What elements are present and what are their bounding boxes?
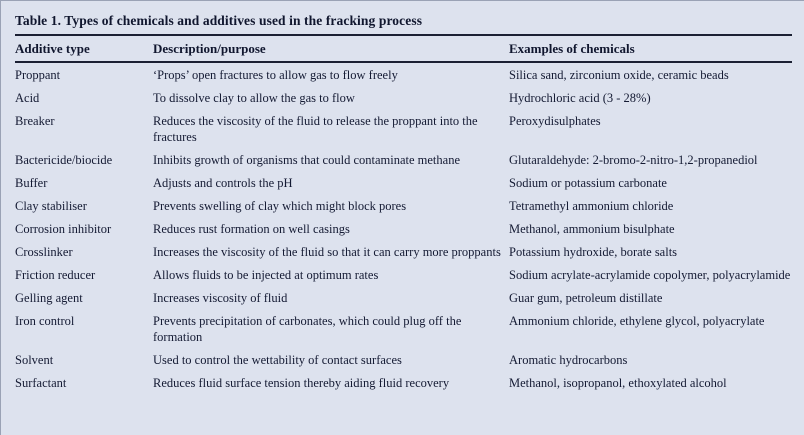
table-row: Buffer Adjusts and controls the pH Sodiu…: [15, 171, 792, 194]
cell-description: Allows fluids to be injected at optimum …: [153, 267, 379, 282]
table-row: Clay stabiliser Prevents swelling of cla…: [15, 194, 792, 217]
cell-additive: Buffer: [15, 175, 48, 190]
cell-additive: Corrosion inhibitor: [15, 221, 112, 236]
cell-examples: Peroxydisulphates: [509, 113, 601, 128]
cell-examples: Guar gum, petroleum distillate: [509, 290, 663, 305]
cell-description: Reduces fluid surface tension thereby ai…: [153, 375, 450, 390]
cell-examples: Sodium acrylate-acrylamide copolymer, po…: [509, 267, 791, 282]
cell-examples: Potassium hydroxide, borate salts: [509, 244, 678, 259]
table-row: Proppant ‘Props’ open fractures to allow…: [15, 62, 792, 86]
cell-additive: Friction reducer: [15, 267, 96, 282]
cell-description: Prevents swelling of clay which might bl…: [153, 198, 407, 213]
cell-additive: Acid: [15, 90, 40, 105]
header-row: Additive type Description/purpose Exampl…: [15, 35, 792, 63]
cell-description: Reduces the viscosity of the fluid to re…: [153, 113, 478, 144]
cell-examples: Ammonium chloride, ethylene glycol, poly…: [509, 313, 765, 328]
cell-description: To dissolve clay to allow the gas to flo…: [153, 90, 355, 105]
cell-examples: Glutaraldehyde: 2-bromo-2-nitro-1,2-prop…: [509, 152, 758, 167]
table-row: Friction reducer Allows fluids to be inj…: [15, 263, 792, 286]
cell-examples: Sodium or potassium carbonate: [509, 175, 667, 190]
column-header-description-purpose: Description/purpose: [153, 35, 509, 63]
cell-description: Adjusts and controls the pH: [153, 175, 293, 190]
cell-additive: Surfactant: [15, 375, 67, 390]
cell-additive: Breaker: [15, 113, 55, 128]
cell-examples: Aromatic hydrocarbons: [509, 352, 628, 367]
cell-description: Reduces rust formation on well casings: [153, 221, 350, 236]
cell-description: ‘Props’ open fractures to allow gas to f…: [153, 67, 398, 82]
cell-examples: Methanol, ammonium bisulphate: [509, 221, 675, 236]
cell-additive: Bactericide/biocide: [15, 152, 113, 167]
cell-examples: Methanol, isopropanol, ethoxylated alcoh…: [509, 375, 727, 390]
cell-additive: Proppant: [15, 67, 61, 82]
cell-examples: Hydrochloric acid (3 - 28%): [509, 90, 651, 105]
cell-examples: Tetramethyl ammonium chloride: [509, 198, 674, 213]
cell-additive: Crosslinker: [15, 244, 73, 259]
cell-description: Prevents precipitation of carbonates, wh…: [153, 313, 462, 344]
cell-description: Inhibits growth of organisms that could …: [153, 152, 460, 167]
cell-examples: Silica sand, zirconium oxide, ceramic be…: [509, 67, 729, 82]
table-row: Corrosion inhibitor Reduces rust formati…: [15, 217, 792, 240]
cell-additive: Gelling agent: [15, 290, 83, 305]
chemicals-table: Additive type Description/purpose Exampl…: [15, 34, 792, 394]
cell-additive: Iron control: [15, 313, 75, 328]
table-title: Table 1. Types of chemicals and additive…: [15, 13, 423, 28]
cell-description: Increases the viscosity of the fluid so …: [153, 244, 501, 259]
table-row: Surfactant Reduces fluid surface tension…: [15, 371, 792, 394]
table-row: Acid To dissolve clay to allow the gas t…: [15, 86, 792, 109]
column-header-examples-of-chemicals: Examples of chemicals: [509, 35, 792, 63]
cell-additive: Clay stabiliser: [15, 198, 87, 213]
cell-additive: Solvent: [15, 352, 54, 367]
table-row: Breaker Reduces the viscosity of the flu…: [15, 109, 792, 148]
table-row: Bactericide/biocide Inhibits growth of o…: [15, 148, 792, 171]
cell-description: Increases viscosity of fluid: [153, 290, 288, 305]
table-row: Iron control Prevents precipitation of c…: [15, 309, 792, 348]
cell-description: Used to control the wettability of conta…: [153, 352, 402, 367]
table-row: Gelling agent Increases viscosity of flu…: [15, 286, 792, 309]
table-row: Solvent Used to control the wettability …: [15, 348, 792, 371]
table-row: Crosslinker Increases the viscosity of t…: [15, 240, 792, 263]
column-header-additive-type: Additive type: [15, 35, 153, 63]
